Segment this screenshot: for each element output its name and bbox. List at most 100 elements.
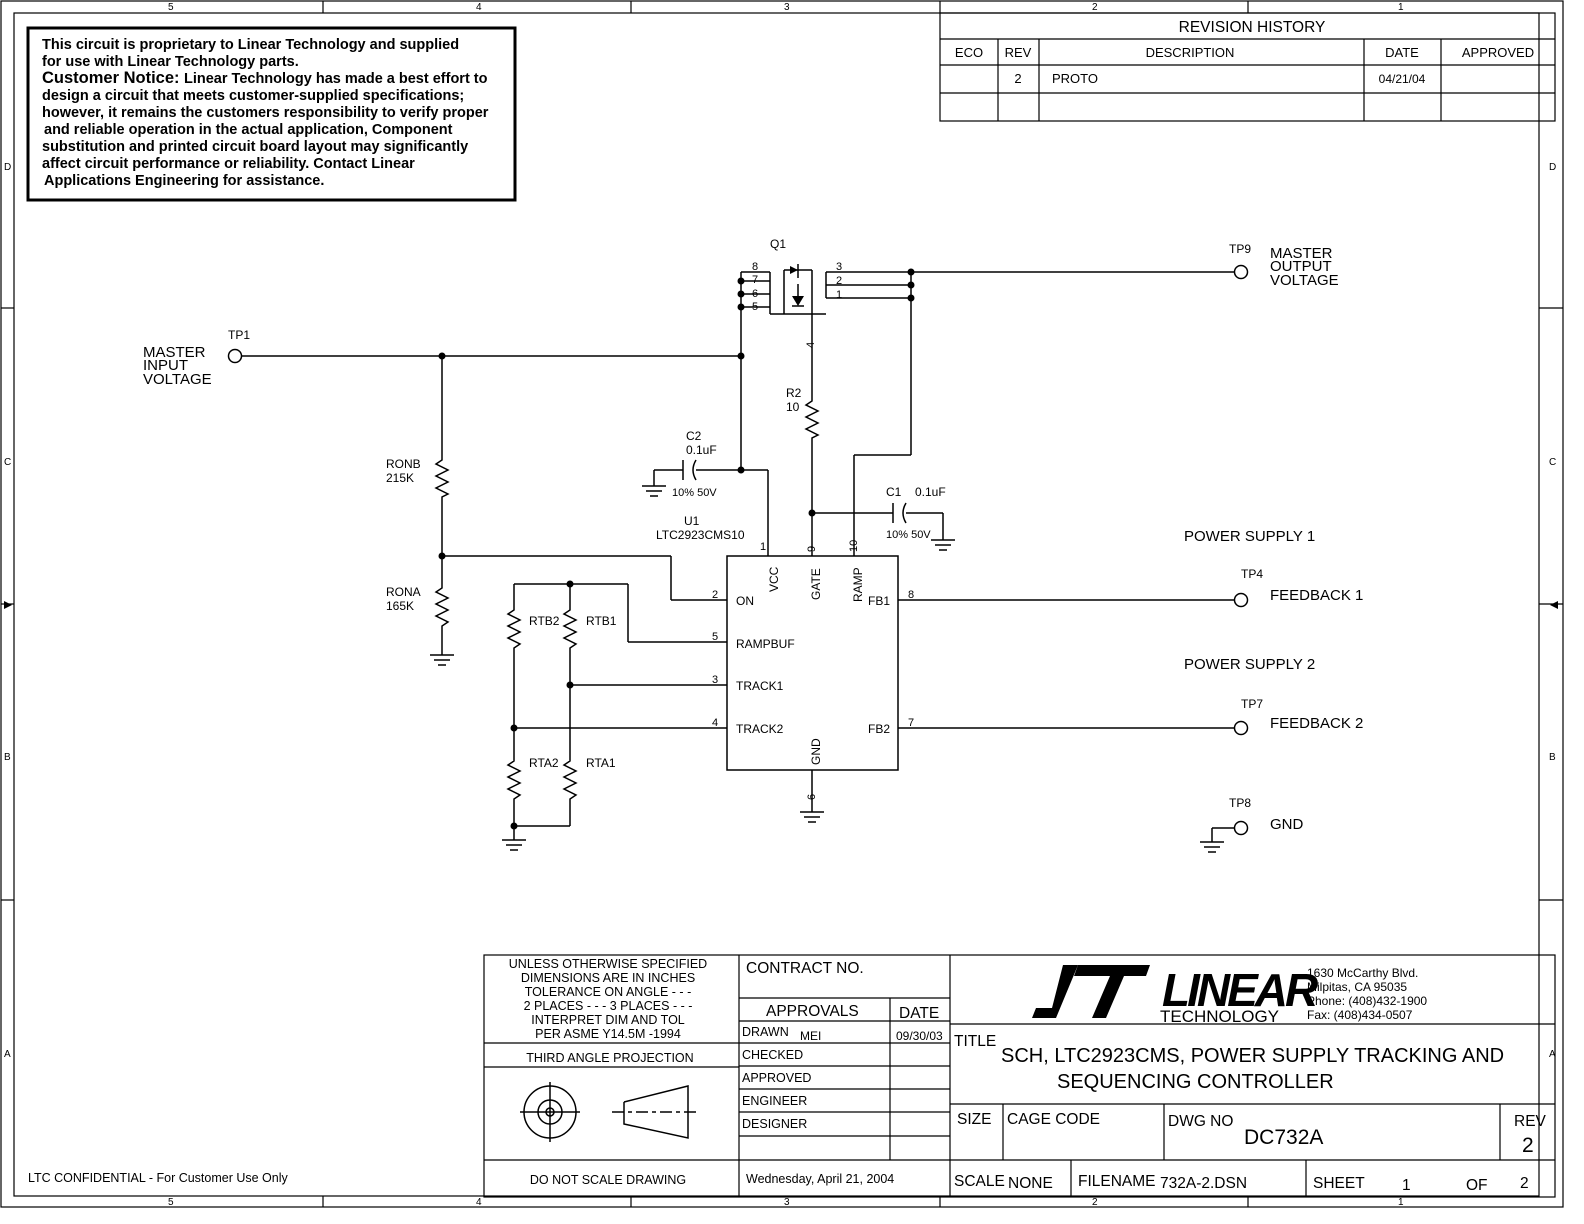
of-label: OF [1466, 1177, 1488, 1194]
third-angle-projection-symbol [520, 1082, 700, 1142]
row-label: C [4, 457, 11, 468]
col-label: 4 [476, 2, 482, 13]
rev-value: 2 [1522, 1134, 1534, 1157]
engineer-label: ENGINEER [742, 1094, 807, 1108]
pin-name-rampbuf: RAMPBUF [736, 637, 795, 651]
sheet-frame [0, 0, 1564, 1208]
confidential-note: LTC CONFIDENTIAL - For Customer Use Only [28, 1171, 289, 1185]
master-input-label: MASTER [143, 344, 206, 361]
master-output-label: MASTER [1270, 245, 1333, 262]
logo-subtitle: TECHNOLOGY [1160, 1007, 1279, 1026]
row-label: A [1549, 1049, 1556, 1060]
pin-number: 2 [712, 589, 718, 601]
ronb-value: 215K [386, 471, 414, 485]
row-label: D [4, 162, 11, 173]
test-points [227, 264, 1249, 836]
col-label: 3 [784, 2, 790, 13]
q1-pin-number: 4 [805, 342, 817, 348]
master-input-label: VOLTAGE [143, 371, 212, 388]
pin-number: 5 [712, 631, 718, 643]
col-label: 1 [1398, 2, 1404, 13]
q1-pin-number: 8 [752, 261, 758, 273]
checked-label: CHECKED [742, 1048, 803, 1062]
pin-name-on: ON [736, 594, 754, 608]
designer-label: DESIGNER [742, 1117, 807, 1131]
r2-label: R2 [786, 386, 802, 400]
u1-part-number: LTC2923CMS10 [656, 528, 745, 542]
customer-notice-box: This circuit is proprietary to Linear Te… [26, 26, 517, 202]
tp7-label: TP7 [1241, 697, 1263, 711]
rta2-label: RTA2 [529, 756, 559, 770]
linear-technology-logo: LINEAR TECHNOLOGY [1032, 964, 1321, 1026]
print-date: Wednesday, April 21, 2004 [746, 1172, 894, 1186]
notice-line: for use with Linear Technology parts. [42, 54, 299, 70]
rev-header: APPROVED [1462, 45, 1534, 60]
address-line: Phone: (408)432-1900 [1307, 994, 1427, 1008]
approvals-header: APPROVALS [766, 1003, 859, 1020]
rev-header: ECO [955, 45, 983, 60]
pin-number: 8 [908, 589, 914, 601]
u1-label: U1 [684, 514, 700, 528]
dwg-no-label: DWG NO [1168, 1113, 1233, 1130]
row-label: C [1549, 457, 1556, 468]
approved-label: APPROVED [742, 1071, 811, 1085]
tp8-label: TP8 [1229, 796, 1251, 810]
rev-cell: PROTO [1052, 71, 1098, 86]
rona-value: 165K [386, 599, 414, 613]
title-label: TITLE [954, 1033, 996, 1050]
date-header: DATE [899, 1005, 939, 1022]
drawing-title: SEQUENCING CONTROLLER [1057, 1071, 1334, 1093]
pin-name-track2: TRACK2 [736, 722, 784, 736]
sheet-label: SHEET [1313, 1175, 1365, 1192]
pin-name-track1: TRACK1 [736, 679, 784, 693]
c1-rating: 10% 50V [886, 529, 931, 541]
col-label: 4 [476, 1197, 482, 1208]
third-angle-projection-label: THIRD ANGLE PROJECTION [526, 1051, 693, 1065]
row-label: D [1549, 162, 1556, 173]
total-sheets: 2 [1520, 1175, 1529, 1192]
address-line: Fax: (408)434-0507 [1307, 1008, 1413, 1022]
c1-value: 0.1uF [915, 485, 946, 499]
tolerance-note: INTERPRET DIM AND TOL [531, 1013, 685, 1027]
rta1-label: RTA1 [586, 756, 616, 770]
pin-name-ramp: RAMP [851, 567, 865, 602]
pin-number: 4 [712, 717, 718, 729]
drawn-date: 09/30/03 [896, 1029, 943, 1043]
c2-rating: 10% 50V [672, 487, 717, 499]
col-label: 1 [1398, 1197, 1404, 1208]
wires [241, 271, 1235, 842]
junctions [438, 268, 915, 830]
filename-label: FILENAME [1078, 1173, 1156, 1190]
notice-line: design a circuit that meets customer-sup… [42, 88, 464, 104]
tolerance-note: PER ASME Y14.5M -1994 [535, 1027, 681, 1041]
q1-mosfet-symbol [783, 264, 813, 314]
address-line: Milpitas, CA 95035 [1307, 980, 1407, 994]
gnd-label: GND [1270, 816, 1304, 833]
notice-line: Applications Engineering for assistance. [44, 173, 324, 189]
drawing-title: SCH, LTC2923CMS, POWER SUPPLY TRACKING A… [1001, 1045, 1504, 1067]
col-label: 3 [784, 1197, 790, 1208]
q1-label: Q1 [770, 237, 786, 251]
tolerance-note: UNLESS OTHERWISE SPECIFIED [509, 957, 707, 971]
feedback-1-label: FEEDBACK 1 [1270, 587, 1363, 604]
rtb2-label: RTB2 [529, 614, 560, 628]
cage-code-label: CAGE CODE [1007, 1111, 1100, 1128]
col-label: 5 [168, 2, 174, 13]
rona-label: RONA [386, 585, 421, 599]
resistor-symbols [434, 397, 820, 802]
q1-pin-number: 3 [836, 261, 842, 273]
notice-line: affect circuit performance or reliabilit… [42, 156, 415, 172]
c2-value: 0.1uF [686, 443, 717, 457]
pin-name-vcc: VCC [767, 566, 781, 592]
notice-line: and reliable operation in the actual app… [44, 122, 453, 138]
master-output-label: OUTPUT [1270, 258, 1332, 275]
tp4-label: TP4 [1241, 567, 1263, 581]
title-block [483, 954, 1556, 1198]
size-label: SIZE [957, 1111, 991, 1128]
master-input-label: INPUT [143, 357, 188, 374]
pin-number: 9 [806, 546, 818, 552]
pin-name-gate: GATE [809, 568, 823, 600]
pin-number: 6 [806, 794, 818, 800]
q1-pin-number: 6 [752, 288, 758, 300]
